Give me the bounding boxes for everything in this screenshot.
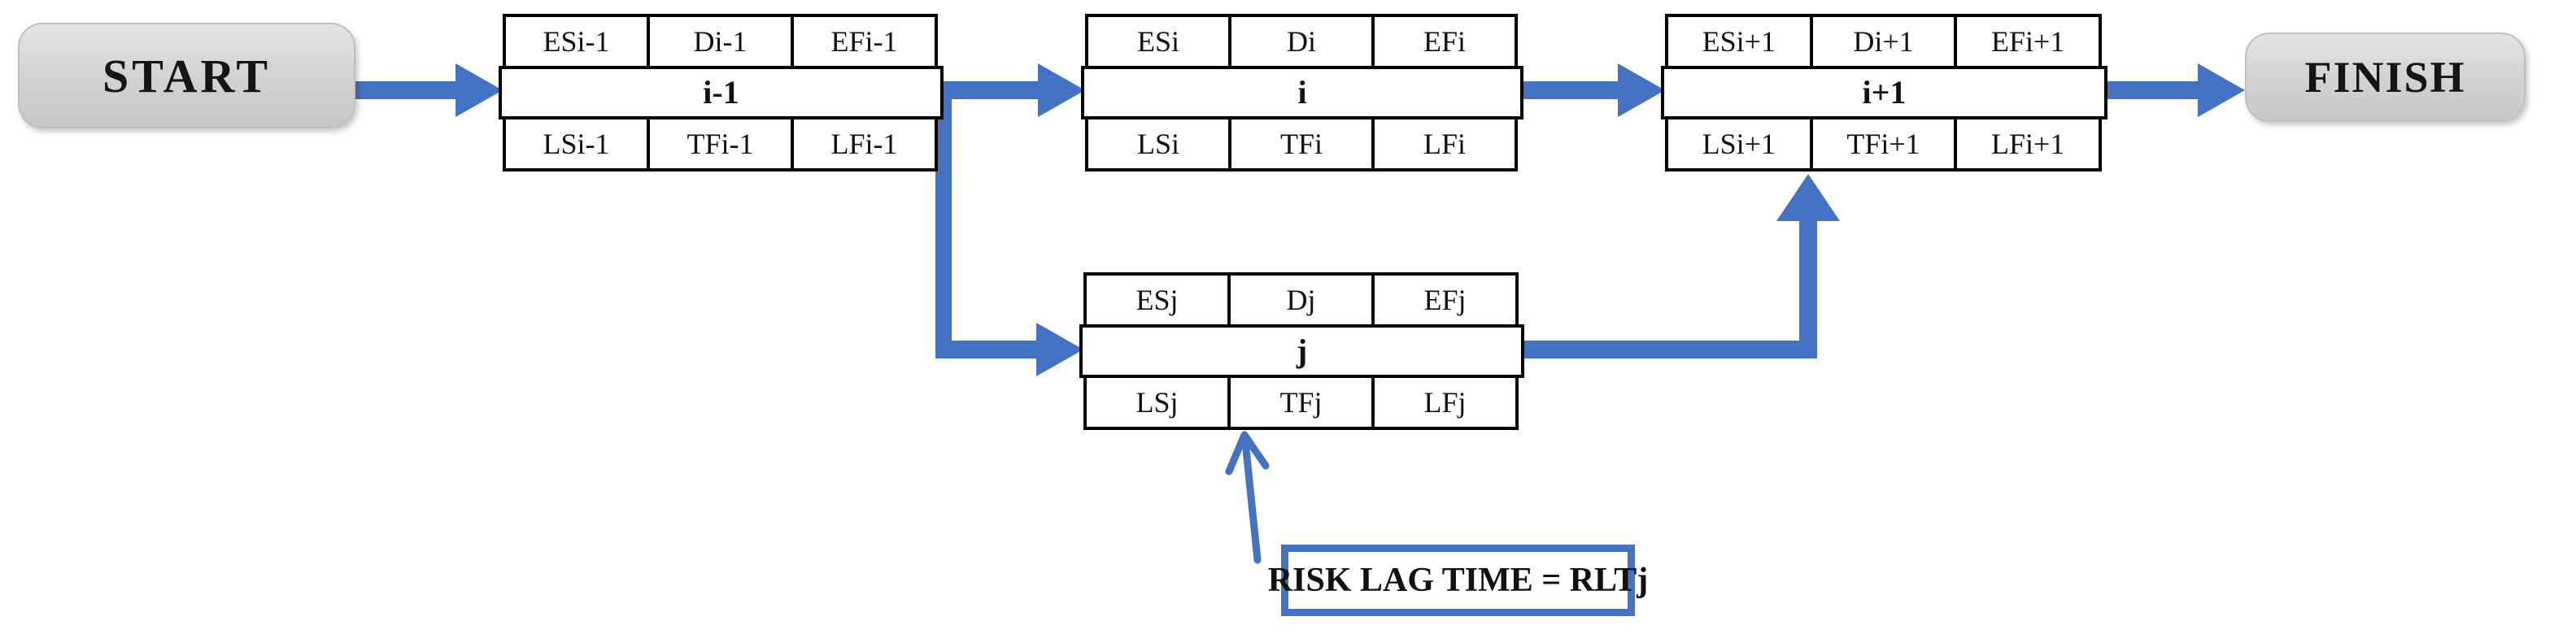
risk-lag-time-label-box: RISK LAG TIME = RLTj (1268, 545, 1648, 616)
activity-i-minus-1-early-row: ESi-1 Di-1 EFi-1 (503, 14, 938, 69)
arrow-next-to-finish (2102, 63, 2245, 117)
arrow-branch-descender (935, 81, 952, 358)
activity-j-early-row: ESj Dj EFj (1083, 272, 1519, 328)
cell-ef-j: EFj (1371, 276, 1515, 324)
activity-j-name: j (1079, 324, 1524, 378)
cell-ef-i-plus-1: EFi+1 (1954, 17, 2099, 66)
cell-lf-j: LFj (1371, 378, 1515, 427)
cell-lf-i-plus-1: LFi+1 (1954, 119, 2099, 168)
cell-es-j: ESj (1135, 284, 1179, 316)
activity-i-late-row: LSi TFi LFi (1085, 116, 1518, 172)
cell-ef-i: EFi (1371, 17, 1515, 66)
activity-i-minus-1-name: i-1 (499, 66, 944, 119)
cell-lf-i: LFi (1371, 119, 1515, 168)
cell-ef-i-minus-1: EFi-1 (791, 17, 935, 66)
activity-i-minus-1-late-row: LSi-1 TFi-1 LFi-1 (503, 116, 938, 172)
activity-node-i: ESi Di EFi i LSi TFi LFi (1081, 14, 1523, 172)
activity-node-j: ESj Dj EFj j LSj TFj LFj (1079, 272, 1524, 430)
arrow-branch-to-j (935, 323, 1083, 376)
finish-node-label: FINISH (2304, 53, 2466, 102)
risk-lag-time-label: RISK LAG TIME = RLTj (1267, 562, 1649, 599)
arrow-j-to-next-riser (1799, 218, 1817, 358)
activity-i-early-row: ESi Di EFi (1085, 14, 1518, 69)
activity-i-name: i (1081, 66, 1523, 119)
activity-j-late-row: LSj TFj LFj (1083, 375, 1519, 430)
cell-d-i-plus-1: Di+1 (1809, 17, 1955, 66)
cell-es-i: ESi (1136, 25, 1179, 58)
cell-tf-i-plus-1: TFi+1 (1809, 119, 1955, 168)
cell-tf-j: TFj (1227, 378, 1371, 427)
activity-node-i-minus-1: ESi-1 Di-1 EFi-1 i-1 LSi-1 TFi-1 LFi-1 (499, 14, 944, 172)
arrow-j-to-next-shaft (1519, 341, 1817, 358)
cell-ls-i-plus-1: LSi+1 (1702, 128, 1776, 160)
cell-tf-i-minus-1: TFi-1 (647, 119, 791, 168)
activity-i-plus-1-name: i+1 (1661, 66, 2107, 119)
arrow-i-to-next (1518, 63, 1665, 117)
cell-tf-i: TFi (1228, 119, 1371, 168)
start-node-label: START (102, 49, 272, 102)
cell-es-i-minus-1: ESi-1 (543, 25, 610, 58)
activity-node-i-plus-1: ESi+1 Di+1 EFi+1 i+1 LSi+1 TFi+1 LFi+1 (1661, 14, 2107, 172)
cell-ls-i: LSi (1136, 128, 1179, 160)
cell-ls-j: LSj (1135, 386, 1179, 419)
cell-ls-i-minus-1: LSi-1 (543, 128, 610, 160)
cell-d-i: Di (1228, 17, 1371, 66)
start-node: START (18, 23, 355, 128)
cell-d-j: Dj (1227, 276, 1371, 324)
risk-callout-arrow-shaft (1241, 437, 1262, 564)
arrow-j-to-next-head (1776, 174, 1840, 221)
finish-node: FINISH (2245, 33, 2526, 122)
cell-lf-i-minus-1: LFi-1 (791, 119, 935, 168)
cell-es-i-plus-1: ESi+1 (1702, 25, 1776, 58)
cell-d-i-minus-1: Di-1 (647, 17, 791, 66)
activity-i-plus-1-late-row: LSi+1 TFi+1 LFi+1 (1665, 116, 2102, 172)
arrow-start-to-prev (355, 63, 503, 117)
risk-callout-arrow-head (1225, 431, 1270, 476)
arrow-prev-to-i (938, 63, 1085, 117)
activity-i-plus-1-early-row: ESi+1 Di+1 EFi+1 (1665, 14, 2102, 69)
